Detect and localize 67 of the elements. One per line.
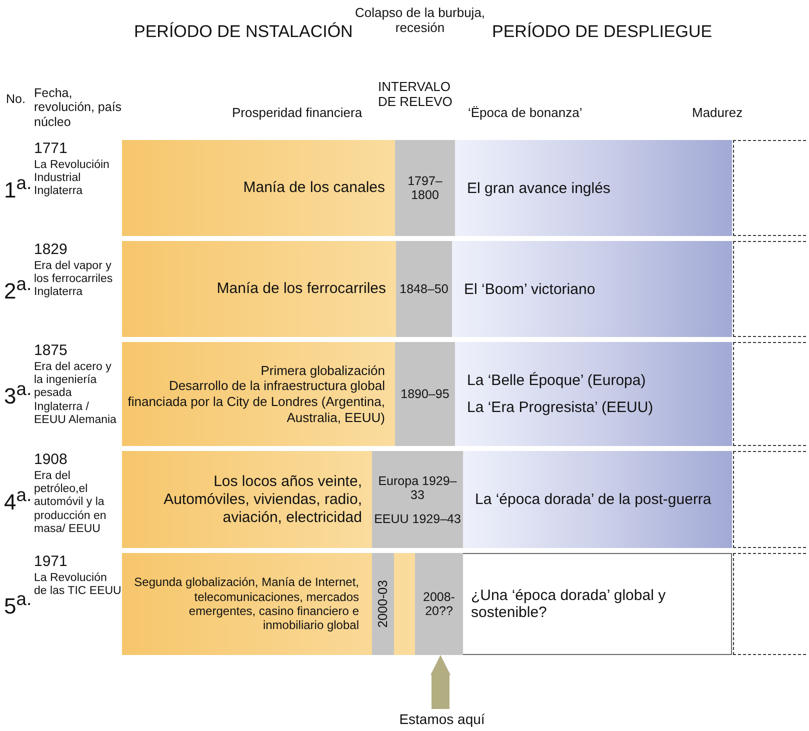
interval-bar: [395, 140, 455, 236]
column-header: Prosperidad financiera: [232, 106, 364, 121]
row-number: 1$^{a.}$: [4, 172, 33, 203]
heading: PERÍODO DE DESPLIEGUE: [492, 22, 714, 42]
bar-text: 2008-20??: [422, 590, 456, 618]
row-number: 4$^{a.}$: [4, 484, 33, 514]
bar-text: Manía de los canales: [243, 179, 385, 197]
row-date: 1771: [34, 140, 68, 158]
bar-text: Automóviles, viviendas, radio, aviación, electricidad: [162, 490, 362, 526]
bar-text: El ‘Boom’ victoriano: [464, 280, 596, 298]
row-description: Era del acero y la ingeniería pesada Inglaterra / EEUU Alemania: [34, 361, 118, 428]
row-date: 1971: [34, 553, 68, 570]
annotation-text: Estamos aquí: [399, 711, 485, 727]
installation-bar: [122, 140, 395, 236]
row-number: 2$^{a.}$: [4, 273, 33, 304]
maturity-box: [733, 342, 806, 446]
bar-text: Desarrollo de la infraestructura global financiada por la City de Londres (Argentina, Australia, EEUU): [126, 378, 385, 426]
bar-text: Europa 1929–33: [377, 474, 458, 502]
row-description: Era del petróleo,el automóvil y la producción en masa/ EEUU: [34, 470, 108, 536]
bar-text: Segunda globalización, Manía de Internet, telecomunicaciones, mercados emergentes, casino financiero e inmobiliario global: [133, 575, 359, 633]
row-date: 1875: [34, 342, 68, 360]
installation-bar: [122, 451, 372, 548]
bar-text: ¿Una ‘época dorada’ global y sostenible?: [471, 587, 667, 621]
column-header: ‘Ëpoca de bonanza’: [468, 106, 584, 121]
deployment-bar: [455, 140, 732, 236]
bar-text: Manía de los ferrocarriles: [216, 280, 386, 298]
heading: Colapso de la burbuja, recesión: [354, 6, 486, 36]
bar-text: 2000-03: [375, 580, 391, 628]
maturity-box: [733, 241, 806, 337]
bar-text: 1848–50: [400, 282, 448, 296]
bar-text: Los locos años veinte,: [214, 472, 362, 490]
deployment-bar: [463, 451, 732, 548]
bar-text: Primera globalización: [260, 362, 385, 378]
bar-text: La ‘época dorada’ de la post-guerra: [475, 491, 712, 508]
column-header: No.: [6, 92, 26, 106]
row-number: 3$^{a.}$: [4, 378, 33, 409]
bar-text: La ‘Belle Époque’ (Europa): [467, 372, 647, 389]
row-description: La Revolucióin Industrial Inglaterra: [34, 159, 110, 199]
interval-bar: [396, 241, 452, 337]
heading: PERÍODO DE NSTALACIÓN: [134, 22, 354, 42]
interval-bar: [415, 553, 463, 655]
row-number: 5$^{a.}$: [4, 588, 33, 619]
maturity-box: [733, 553, 806, 655]
installation-bar: [122, 553, 415, 655]
interval-bar: [372, 451, 463, 548]
interval-bar: [372, 553, 394, 655]
interval-bar: [395, 342, 455, 446]
installation-bar: [122, 241, 396, 337]
column-header: Fecha, revolución, país núcleo: [34, 86, 123, 130]
row-date: 1908: [34, 451, 68, 468]
row-date: 1829: [34, 241, 68, 258]
maturity-box: [733, 451, 806, 548]
deployment-bar: [452, 241, 732, 337]
row-description: La Revolución de las TIC EEUU: [34, 572, 122, 598]
column-header: Madurez: [692, 106, 744, 121]
bar-text: El gran avance inglés: [467, 180, 612, 196]
installation-bar: [122, 342, 395, 446]
column-header: INTERVALO DE RELEVO: [378, 80, 454, 110]
bar-text: 1797–1800: [406, 174, 444, 202]
arrow: [430, 655, 450, 709]
bar-text: EEUU 1929–43: [374, 512, 461, 526]
row-description: Era del vapor y los ferrocarriles Inglaterra: [34, 260, 114, 300]
deployment-box: [463, 553, 732, 655]
bar-text: La ‘Era Progresista’ (EEUU): [467, 399, 654, 416]
maturity-box: [733, 140, 806, 236]
bar-text: 1890–95: [400, 387, 450, 401]
deployment-bar: [455, 342, 732, 446]
